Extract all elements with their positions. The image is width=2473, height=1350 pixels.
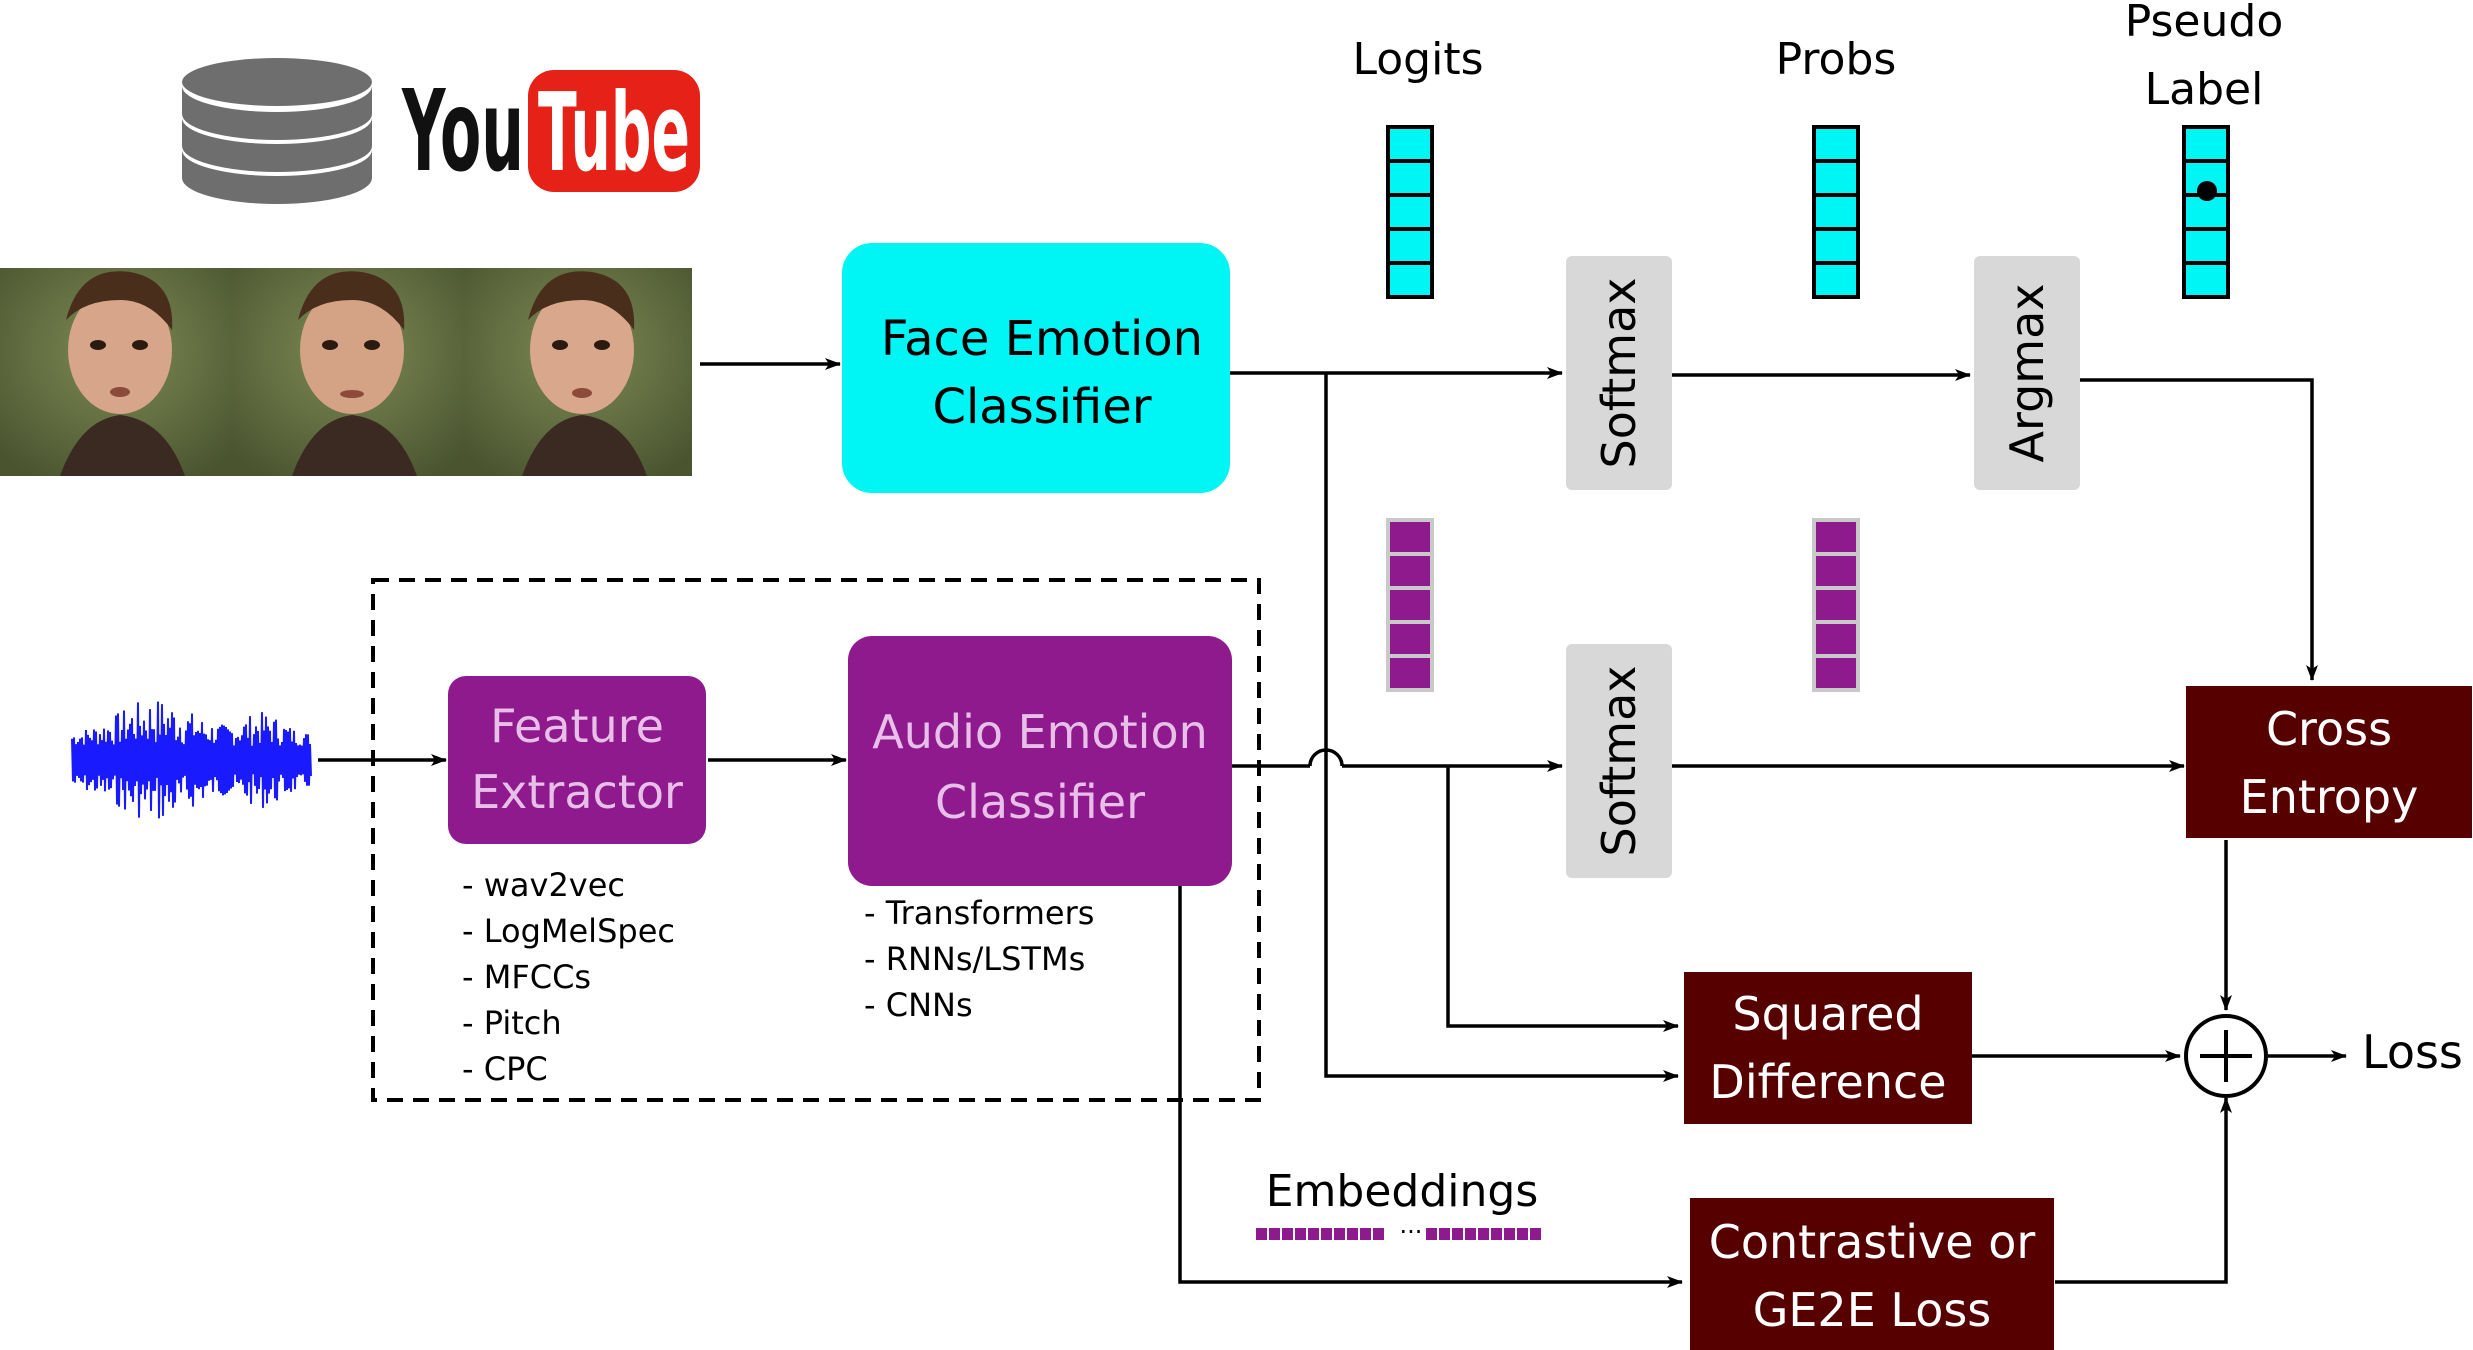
probs-vector [1812,125,1860,299]
database-icon [182,58,372,204]
audio-logits-vector [1386,518,1434,692]
feature-option-4: - CPC [462,1050,548,1088]
pseudo-label-line2: Label [2145,64,2264,115]
embedding-cell [1334,1228,1345,1240]
classifier-option-1: - RNNs/LSTMs [864,940,1085,978]
vector-glyphs [1386,125,2230,692]
embedding-cell [1295,1228,1306,1240]
contrastive-loss-block: Contrastive or GE2E Loss [1690,1198,2054,1350]
embedding-cell [1308,1228,1319,1240]
embedding-cell [1439,1228,1450,1240]
embedding-cell [1426,1228,1437,1240]
logits-label: Logits [1353,34,1484,85]
face-emotion-classifier-block: Face Emotion Classifier [842,243,1230,493]
loss-label: Loss [2362,1025,2463,1079]
waveform-trace [71,701,312,819]
embedding-cell [1517,1228,1528,1240]
youtube-tube-text: Tube [538,71,690,196]
youtube-logo: You Tube [401,67,700,197]
embedding-cell [1373,1228,1384,1240]
embedding-cell [1478,1228,1489,1240]
face-classifier-label-line2: Classifier [932,379,1151,435]
squared-difference-block: Squared Difference [1684,972,1972,1124]
cross-entropy-block: Cross Entropy [2186,686,2472,838]
embedding-cell [1282,1228,1293,1240]
sum-node [2184,1014,2268,1098]
connectors [318,358,2347,1288]
embeddings-ellipsis: ··· [1400,1218,1423,1246]
embeddings-label: Embeddings [1266,1166,1539,1217]
softmax-top-block: Softmax [1566,256,1672,490]
embedding-cell [1256,1228,1267,1240]
embedding-cell [1504,1228,1515,1240]
face-frame-2 [232,268,464,476]
feature-option-2: - MFCCs [462,958,591,996]
cross-entropy-label-line1: Cross [2266,702,2392,756]
squared-difference-label-line1: Squared [1732,987,1923,1041]
embedding-cell [1347,1228,1358,1240]
pseudo-label-line1: Pseudo [2125,0,2284,47]
audio-model-dashed-box [371,578,1261,1102]
classifier-option-2: - CNNs [864,986,973,1024]
audio-classifier-label-line1: Audio Emotion [872,705,1208,759]
feature-extractor-label-line1: Feature [490,699,664,753]
classifier-option-0: - Transformers [864,894,1094,932]
contrastive-loss-label-line2: GE2E Loss [1753,1283,1992,1337]
embedding-cell [1530,1228,1541,1240]
feature-option-1: - LogMelSpec [462,912,675,950]
feature-options-list: - wav2vec - LogMelSpec - MFCCs - Pitch - CPC [462,866,675,1088]
feature-extractor-block: Feature Extractor [448,676,706,844]
softmax-bottom-label: Softmax [1592,666,1646,857]
audio-probs-vector [1812,518,1860,692]
embeddings-vector [1256,1228,1541,1240]
feature-option-0: - wav2vec [462,866,625,904]
youtube-tube-background [528,70,700,192]
feature-option-3: - Pitch [462,1004,562,1042]
squared-difference-label-line2: Difference [1709,1055,1946,1109]
classifier-options-list: - Transformers - RNNs/LSTMs - CNNs [864,894,1094,1024]
embedding-cell [1321,1228,1332,1240]
softmax-top-label: Softmax [1592,278,1646,469]
pseudo-label-vector [2182,125,2230,299]
logits-vector [1386,125,1434,299]
audio-classifier-label-line2: Classifier [935,775,1145,829]
embedding-cell [1360,1228,1371,1240]
youtube-you-text: You [401,67,524,197]
argmax-label: Argmax [2000,284,2054,463]
audio-emotion-classifier-block: Audio Emotion Classifier [848,636,1232,886]
embedding-cell [1465,1228,1476,1240]
probs-label: Probs [1776,34,1897,85]
feature-extractor-label-line2: Extractor [471,765,683,819]
face-frame-1 [0,268,232,476]
embedding-cell [1269,1228,1280,1240]
embedding-cell [1452,1228,1463,1240]
face-input-frames [0,268,692,476]
argmax-block: Argmax [1974,256,2080,490]
face-classifier-label-line1: Face Emotion [881,311,1203,367]
embedding-cell [1491,1228,1502,1240]
pseudo-label-dot [2197,181,2217,201]
contrastive-loss-label-line1: Contrastive or [1709,1215,2036,1269]
cross-entropy-label-line2: Entropy [2240,770,2419,824]
audio-waveform-icon [71,701,312,819]
face-frame-3 [464,268,692,476]
softmax-bottom-block: Softmax [1566,644,1672,878]
